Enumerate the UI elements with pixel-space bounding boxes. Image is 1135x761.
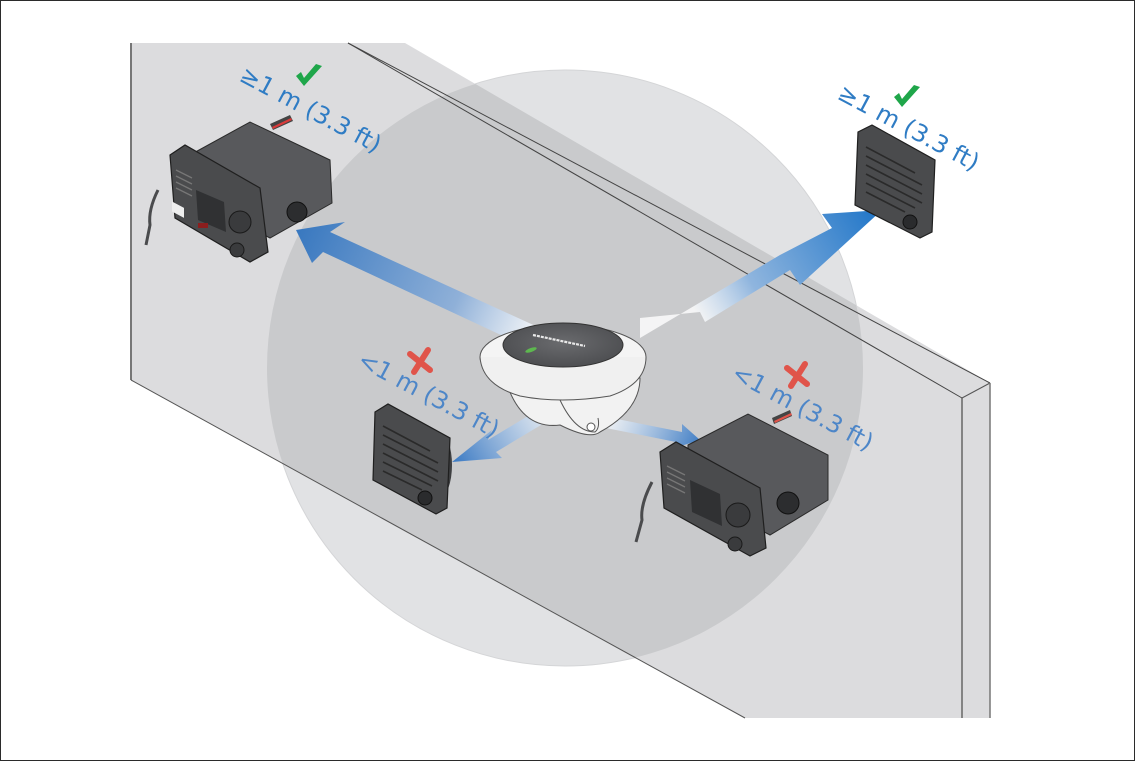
radio-top-left <box>144 115 333 263</box>
check-icon <box>894 85 920 107</box>
check-icon <box>296 64 322 86</box>
arrow-to-radio-top-left <box>296 222 540 350</box>
speaker-top-right <box>854 124 936 239</box>
wall-top-edge <box>347 42 963 399</box>
speaker-bottom-left <box>372 403 452 515</box>
wireless-hub <box>479 322 647 436</box>
cross-icon <box>407 347 433 375</box>
radio-bottom-right <box>634 410 829 557</box>
arrow-to-speaker-top-right <box>640 210 882 338</box>
cross-icon <box>784 361 810 389</box>
